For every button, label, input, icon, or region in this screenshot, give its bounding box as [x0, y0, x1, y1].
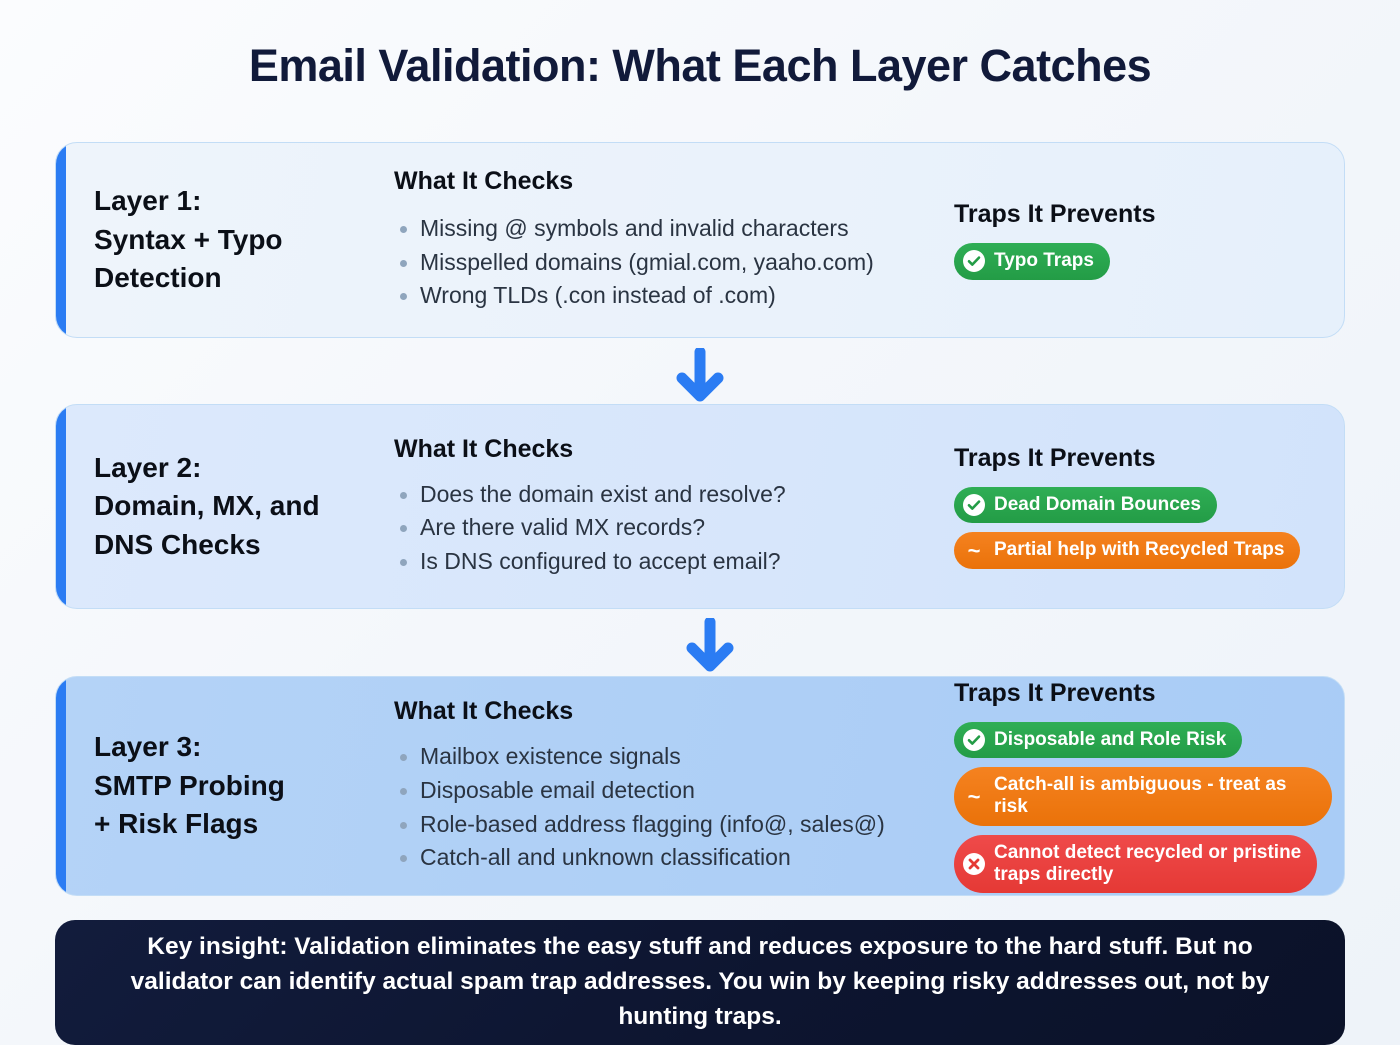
- check-item: Are there valid MX records?: [394, 511, 954, 545]
- key-insight-text: Key insight: Validation eliminates the e…: [130, 933, 1270, 1030]
- layer-1-badge-stack: Typo Traps: [954, 243, 1332, 280]
- layer-card-3: Layer 3: SMTP Probing + Risk Flags What …: [55, 676, 1345, 896]
- check-item: Mailbox existence signals: [394, 740, 954, 774]
- check-item: Misspelled domains (gmial.com, yaaho.com…: [394, 246, 954, 280]
- checks-heading: What It Checks: [394, 167, 574, 196]
- arrow-layer2-to-layer3: [678, 618, 742, 674]
- traps-heading: Traps It Prevents: [954, 444, 1156, 473]
- status-badge-label: Typo Traps: [994, 250, 1094, 272]
- check-item: Does the domain exist and resolve?: [394, 478, 954, 512]
- status-badge-label: Partial help with Recycled Traps: [994, 539, 1285, 561]
- check-item: Role-based address flagging (info@, sale…: [394, 808, 954, 842]
- layer-2-checks-column: What It Checks Does the domain exist and…: [394, 435, 954, 579]
- status-badge-label: Disposable and Role Risk: [994, 728, 1227, 750]
- layer-2-traps-column: Traps It Prevents Dead Domain Bounces ~ …: [954, 444, 1344, 569]
- layer-card-1: Layer 1: Syntax + Typo Detection What It…: [55, 142, 1345, 338]
- traps-heading: Traps It Prevents: [954, 678, 1156, 707]
- status-badge: Disposable and Role Risk: [954, 721, 1243, 759]
- arrow-layer1-to-layer2: [668, 348, 732, 404]
- status-badge: Cannot detect recycled or pristine traps…: [954, 834, 1318, 894]
- layer-accent-bar: [56, 677, 66, 895]
- layer-1-checks-column: What It Checks Missing @ symbols and inv…: [394, 167, 954, 313]
- status-badge-label: Dead Domain Bounces: [994, 494, 1201, 516]
- layer-3-check-list: Mailbox existence signals Disposable ema…: [394, 740, 954, 874]
- layer-2-label: Layer 2: Domain, MX, and DNS Checks: [94, 451, 320, 560]
- layer-1-traps-column: Traps It Prevents Typo Traps: [954, 200, 1344, 280]
- check-circle-icon: [963, 250, 985, 273]
- tilde-icon: ~: [967, 783, 981, 809]
- status-badge-label: Catch-all is ambiguous - treat as risk: [994, 774, 1287, 818]
- check-item: Catch-all and unknown classification: [394, 841, 954, 875]
- check-circle-icon: [963, 729, 985, 752]
- layer-1-label: Layer 1: Syntax + Typo Detection: [94, 185, 283, 294]
- layer-3-label: Layer 3: SMTP Probing + Risk Flags: [94, 731, 285, 840]
- layer-3-badge-stack: Disposable and Role Risk ~ Catch-all is …: [954, 721, 1332, 894]
- check-item: Is DNS configured to accept email?: [394, 545, 954, 579]
- layer-card-2: Layer 2: Domain, MX, and DNS Checks What…: [55, 404, 1345, 609]
- layer-3-traps-column: Traps It Prevents Disposable and Role Ri…: [954, 678, 1344, 894]
- layer-accent-bar: [56, 143, 66, 337]
- status-badge: Dead Domain Bounces: [954, 487, 1217, 524]
- x-circle-icon: [963, 852, 985, 875]
- layer-2-badge-stack: Dead Domain Bounces ~ Partial help with …: [954, 487, 1332, 569]
- layer-accent-bar: [56, 405, 66, 608]
- checks-heading: What It Checks: [394, 434, 574, 463]
- check-item: Wrong TLDs (.con instead of .com): [394, 279, 954, 313]
- layer-1-check-list: Missing @ symbols and invalid characters…: [394, 212, 954, 313]
- check-item: Missing @ symbols and invalid characters: [394, 212, 954, 246]
- layer-2-check-list: Does the domain exist and resolve? Are t…: [394, 478, 954, 579]
- traps-heading: Traps It Prevents: [954, 200, 1156, 229]
- status-badge: Typo Traps: [954, 243, 1110, 280]
- check-circle-icon: [963, 494, 985, 517]
- key-insight-banner: Key insight: Validation eliminates the e…: [55, 920, 1345, 1045]
- layer-3-checks-column: What It Checks Mailbox existence signals…: [394, 697, 954, 874]
- status-badge: ~ Catch-all is ambiguous - treat as risk: [954, 767, 1332, 826]
- checks-heading: What It Checks: [394, 697, 574, 726]
- tilde-icon: ~: [967, 537, 981, 563]
- check-item: Disposable email detection: [394, 774, 954, 808]
- page-title: Email Validation: What Each Layer Catche…: [248, 40, 1152, 91]
- status-badge-label: Cannot detect recycled or pristine traps…: [994, 841, 1302, 885]
- status-badge: ~ Partial help with Recycled Traps: [954, 532, 1301, 569]
